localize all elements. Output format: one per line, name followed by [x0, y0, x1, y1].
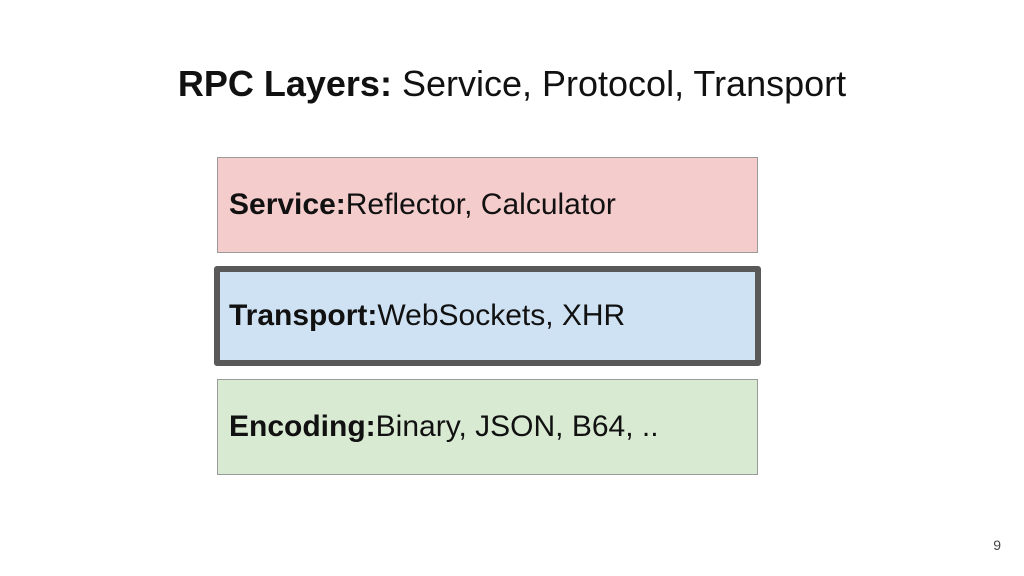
layer-detail-service: Reflector, Calculator — [345, 188, 616, 221]
layer-box-encoding: Encoding: Binary, JSON, B64, .. — [217, 379, 758, 475]
slide-title: RPC Layers: Service, Protocol, Transport — [0, 62, 1024, 106]
page-number: 9 — [993, 537, 1001, 553]
layer-box-transport: Transport: WebSockets, XHR — [214, 266, 761, 366]
layer-detail-transport: WebSockets, XHR — [377, 299, 626, 332]
layer-name-service: Service: — [229, 188, 346, 221]
slide-title-rest: Service, Protocol, Transport — [391, 63, 847, 104]
layer-name-transport: Transport: — [229, 299, 378, 332]
layer-name-encoding: Encoding: — [229, 410, 376, 443]
layer-box-service: Service: Reflector, Calculator — [217, 157, 758, 253]
layer-detail-encoding: Binary, JSON, B64, .. — [375, 410, 659, 443]
slide-title-bold: RPC Layers: — [177, 63, 392, 104]
